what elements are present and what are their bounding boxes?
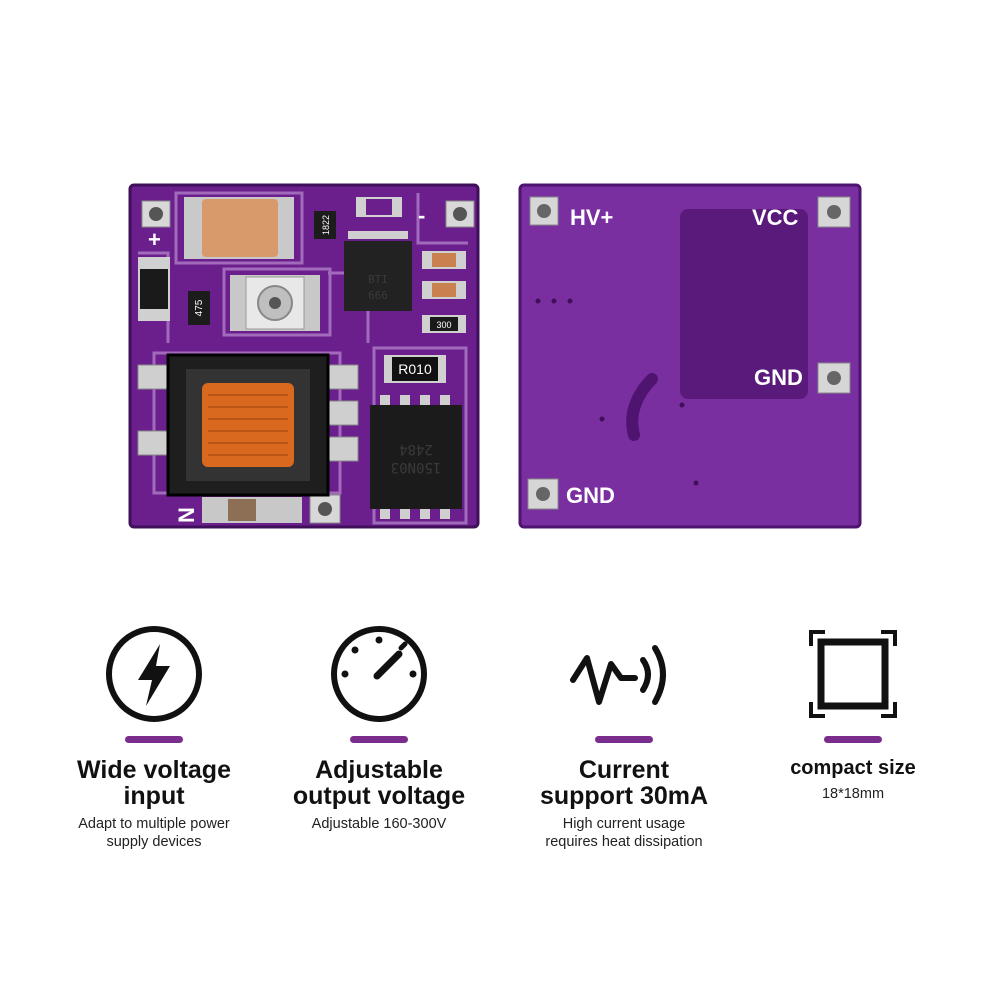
hv-plus-label: HV+: [570, 205, 613, 230]
feature-title: Current support 30mA: [539, 756, 709, 810]
feature-desc: Adjustable 160-300V: [311, 816, 447, 832]
current-wave-icon: [570, 645, 666, 705]
feature-desc: High current usage requires heat dissipa…: [545, 816, 703, 850]
pcb-front-photo: 1822 + - N 475 BTI 666 300: [128, 183, 480, 529]
feature-desc: Adapt to multiple power supply devices: [78, 816, 230, 850]
resistor-300-label: 300: [436, 320, 451, 330]
feature-title: compact size: [790, 757, 916, 779]
vcc-label: VCC: [752, 205, 799, 230]
feature-adjustable-output: Adjustable output voltage Adjustable 160…: [264, 620, 494, 833]
gnd-right-label: GND: [754, 365, 803, 390]
accent-bar: [595, 736, 653, 743]
feature-compact-size: compact size 18*18mm: [738, 620, 968, 803]
minus-silkscreen-top: -: [418, 203, 425, 228]
n-silkscreen: N: [174, 507, 199, 523]
resistor-475-label: 475: [194, 299, 205, 316]
square-frame-icon: [809, 630, 897, 718]
pcb-back-photo: HV+ VCC GND GND: [518, 183, 862, 529]
lightning-bolt-icon: [106, 626, 202, 722]
plus-silkscreen: +: [148, 227, 161, 252]
accent-bar: [125, 736, 183, 743]
resistor-1822-label: 1822: [321, 215, 331, 235]
feature-title: Wide voltage input: [77, 756, 231, 810]
mosfet-marking-1: 150N03: [391, 459, 442, 475]
shunt-r010-label: R010: [398, 361, 432, 377]
feature-wide-voltage: Wide voltage input Adapt to multiple pow…: [39, 620, 269, 851]
ic-marking-1: BTI: [368, 273, 388, 286]
gnd-left-label: GND: [566, 483, 615, 508]
mosfet-marking-2: 2484: [399, 441, 433, 457]
feature-title: Adjustable output voltage: [292, 756, 466, 810]
gauge-dial-icon: [331, 626, 427, 722]
ic-marking-2: 666: [368, 289, 388, 302]
accent-bar: [824, 736, 882, 743]
feature-desc: 18*18mm: [821, 786, 885, 802]
accent-bar: [350, 736, 408, 743]
feature-current-support: Current support 30mA High current usage …: [509, 620, 739, 851]
